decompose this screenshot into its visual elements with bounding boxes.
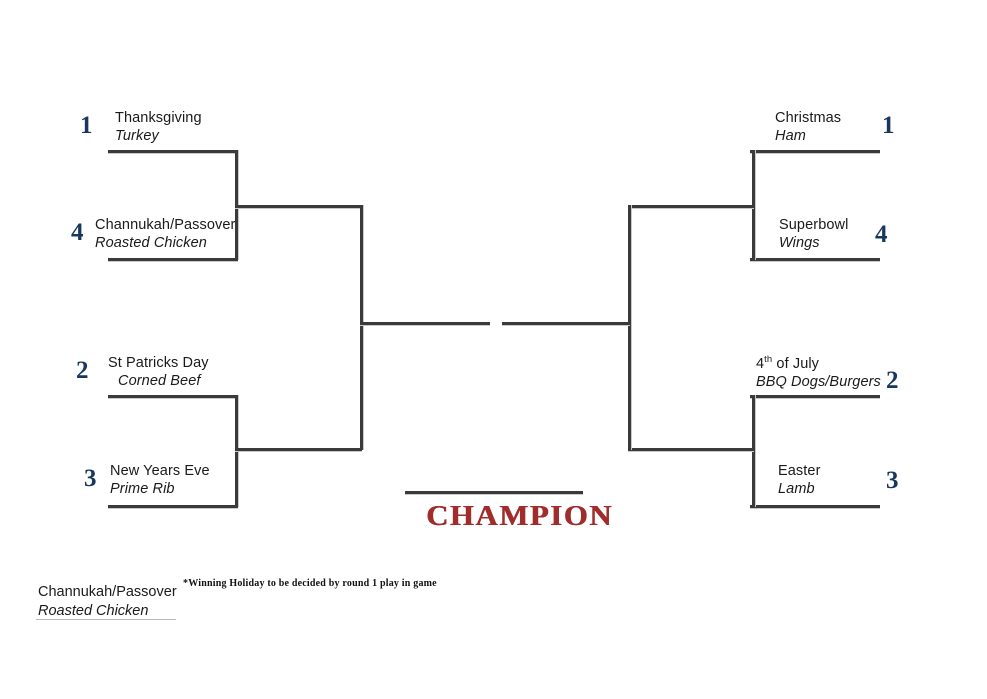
team-dish: BBQ Dogs/Burgers — [756, 373, 881, 390]
team-easter: Easter Lamb — [778, 462, 821, 498]
team-dish: Wings — [779, 235, 820, 252]
team-dish: Ham — [775, 128, 806, 145]
team-dish: Prime Rib — [110, 481, 175, 498]
bracket-final-line-right — [502, 322, 630, 325]
team-channukah-passover: Channukah/Passover Roasted Chicken — [95, 216, 235, 252]
team-holiday-suffix: of July — [772, 355, 820, 372]
bracket-line-left-top-4 — [108, 258, 238, 261]
bracket-line-right-top-4 — [750, 258, 880, 261]
seed-right-bottom-2: 2 — [886, 367, 899, 394]
team-dish: Lamb — [778, 481, 815, 498]
bracket-connector-left-semifinal — [360, 205, 363, 450]
bracket-line-left-top-1 — [108, 150, 238, 153]
team-dish: Turkey — [115, 128, 159, 145]
bracket-advance-left-top — [235, 205, 362, 208]
bracket-connector-right-bottom — [752, 395, 755, 507]
champion-line — [405, 491, 583, 494]
bracket-line-left-bottom-2 — [108, 395, 238, 398]
champion-label: CHAMPION — [426, 500, 613, 532]
seed-left-top-4: 4 — [71, 219, 84, 246]
team-st-patricks-day: St Patricks Day Corned Beef — [108, 354, 209, 390]
bracket-advance-left-bottom — [235, 448, 362, 451]
team-new-years-eve: New Years Eve Prime Rib — [110, 462, 210, 498]
footnote-text: *Winning Holiday to be decided by round … — [183, 578, 437, 589]
team-holiday-prefix: 4 — [756, 355, 765, 372]
team-superbowl: Superbowl Wings — [779, 216, 848, 252]
bracket-advance-right-top — [628, 205, 754, 208]
bracket-connector-right-semifinal — [628, 205, 631, 450]
team-dish: Corned Beef — [118, 373, 201, 390]
team-dish: Roasted Chicken — [95, 235, 207, 252]
team-thanksgiving: Thanksgiving Turkey — [115, 109, 202, 145]
seed-right-top-4: 4 — [875, 221, 888, 248]
bracket-line-right-top-1 — [750, 150, 880, 153]
bracket-line-right-bottom-3 — [750, 505, 880, 508]
play-in-underline — [36, 619, 176, 620]
bracket-connector-left-bottom — [235, 395, 238, 507]
team-fourth-of-july: 4th of July BBQ Dogs/Burgers — [756, 354, 881, 391]
team-holiday: Superbowl — [779, 217, 849, 233]
team-holiday: New Years Eve — [110, 463, 210, 479]
seed-left-bottom-3: 3 — [84, 465, 97, 492]
bracket-line-left-bottom-3 — [108, 505, 238, 508]
seed-right-bottom-3: 3 — [886, 467, 899, 494]
bracket-final-line-left — [360, 322, 490, 325]
seed-left-top-1: 1 — [80, 112, 93, 139]
team-holiday: Channukah/Passover — [95, 217, 236, 233]
team-holiday: Christmas — [775, 110, 842, 126]
team-holiday: 4th of July — [756, 354, 881, 373]
bracket-advance-right-bottom — [628, 448, 754, 451]
play-in-holiday: Channukah/Passover — [38, 584, 177, 600]
play-in-dish: Roasted Chicken — [38, 602, 149, 619]
play-in-winner-box: Channukah/Passover Roasted Chicken — [38, 583, 177, 621]
bracket-line-right-bottom-2 — [750, 395, 880, 398]
seed-right-top-1: 1 — [882, 112, 895, 139]
seed-left-bottom-2: 2 — [76, 357, 89, 384]
team-holiday: Easter — [778, 463, 821, 479]
team-holiday: Thanksgiving — [115, 110, 202, 126]
team-holiday-superscript: th — [764, 354, 773, 365]
team-holiday: St Patricks Day — [108, 355, 209, 371]
team-christmas: Christmas Ham — [775, 109, 841, 145]
